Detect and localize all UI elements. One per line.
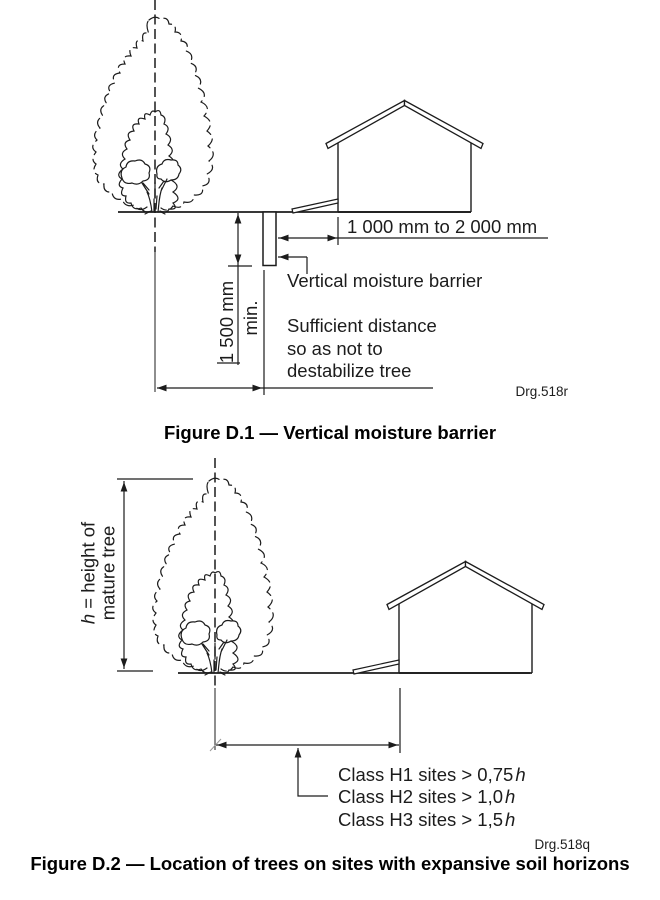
h-variable: h [77, 613, 99, 625]
dimension-1000-2000 [278, 217, 548, 245]
dimension-depth-1500 [217, 213, 252, 365]
dim-label-1000-2000: 1 000 mm to 2 000 mm [347, 216, 538, 237]
note-line-2: so as not to [287, 337, 383, 359]
note-line-3: destabilize tree [287, 360, 412, 382]
figure-d1-caption: Figure D.1 — Vertical moisture barrier [163, 422, 497, 443]
paving-apron-1 [291, 198, 339, 214]
figure-d2-caption: Figure D.2 — Location of trees on sites … [30, 853, 630, 874]
paving-apron-2 [352, 659, 400, 675]
label-tree-height: h = height of mature tree [77, 521, 119, 625]
tree-height-line-2: mature tree [97, 525, 118, 621]
house-drawing-1 [325, 99, 484, 213]
drawing-ref-d1: Drg.518r [515, 384, 568, 399]
figure-d1-linework [92, 0, 548, 395]
drawing-ref-d2: Drg.518q [534, 837, 590, 852]
note-line-1: Sufficient distance [287, 315, 437, 336]
dimension-sufficient-distance [157, 270, 433, 395]
dim-label-min: min. [240, 300, 261, 336]
tree-height-line-1: h = height of [77, 521, 99, 625]
house-drawing-2 [386, 560, 545, 674]
moisture-barrier-rect [262, 211, 277, 267]
tree-drawing-1 [92, 16, 214, 215]
dimension-tree-to-house [209, 688, 401, 753]
note-sufficient-distance: Sufficient distance so as not to destabi… [287, 315, 437, 383]
leader-site-classes [297, 748, 328, 797]
label-vertical-moisture-barrier: Vertical moisture barrier [287, 270, 483, 291]
tree-drawing-2 [152, 477, 274, 676]
figure-d2-linework [117, 458, 545, 797]
dim-label-1500mm: 1 500 mm [216, 280, 237, 364]
dimension-tree-height [117, 478, 193, 672]
